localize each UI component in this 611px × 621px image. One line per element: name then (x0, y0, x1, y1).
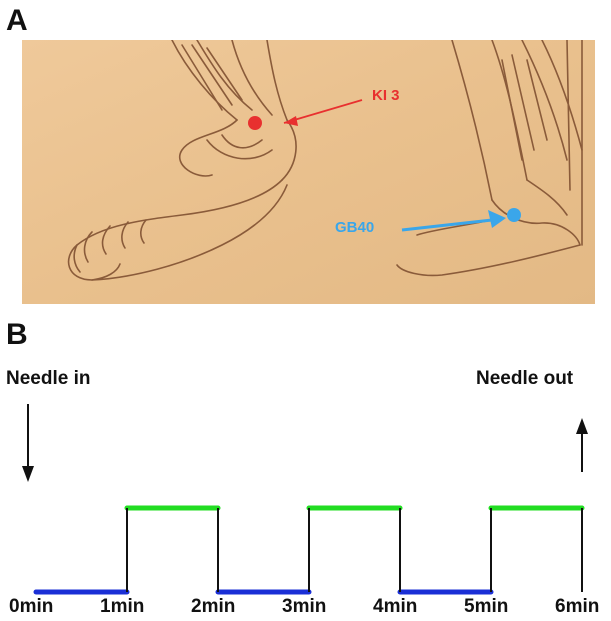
time-tick-label: 1min (100, 596, 144, 618)
panel-a-label: A (6, 4, 28, 38)
gb40-point-marker (507, 208, 521, 222)
time-tick-label: 4min (373, 596, 417, 618)
parchment-background (22, 40, 595, 304)
ki3-point-marker (248, 116, 262, 130)
foot-acupoint-illustration: KI 3 GB40 (22, 40, 595, 304)
needle-out-arrowhead (576, 418, 588, 434)
panel-b-label: B (6, 318, 28, 352)
needle-in-arrowhead (22, 466, 34, 482)
time-tick-label: 3min (282, 596, 326, 618)
ki3-label: KI 3 (372, 87, 400, 104)
stimulation-timeline (0, 360, 611, 621)
gb40-label: GB40 (335, 219, 374, 236)
time-tick-label: 0min (9, 596, 53, 618)
time-tick-label: 2min (191, 596, 235, 618)
time-tick-label: 6min (555, 596, 599, 618)
time-tick-label: 5min (464, 596, 508, 618)
